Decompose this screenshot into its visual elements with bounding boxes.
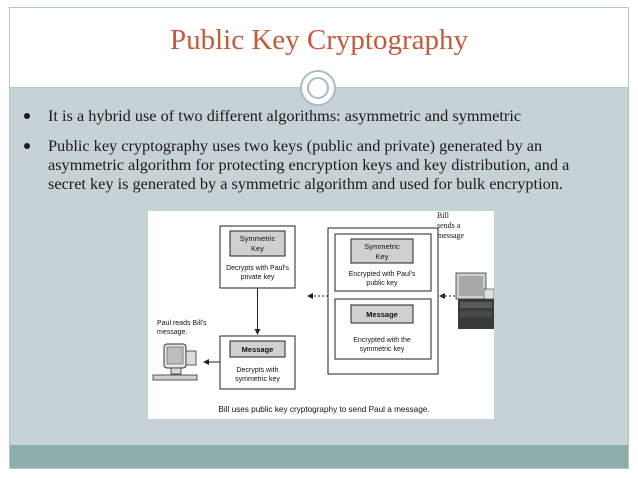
bill-computer-icon bbox=[455, 272, 495, 329]
right-message-box bbox=[350, 304, 414, 324]
right-key-caption-line2: public key bbox=[366, 280, 398, 287]
bill-label-line2: sends a bbox=[437, 221, 461, 230]
bullet-dot-icon bbox=[24, 143, 30, 149]
left-message-box bbox=[229, 340, 286, 358]
bill-label-line3: message bbox=[437, 231, 465, 240]
right-message-caption-line1: Encrypted with the bbox=[353, 337, 411, 344]
paul-computer-icon bbox=[152, 343, 198, 381]
paul-label-line2: message. bbox=[157, 329, 187, 336]
right-message-caption-line2: symmetric key bbox=[360, 346, 405, 353]
slide-frame bbox=[9, 7, 629, 469]
right-message-label: Message bbox=[366, 310, 398, 319]
right-key-line1: Symmetric bbox=[364, 242, 400, 251]
slide-title: Public Key Cryptography bbox=[169, 24, 468, 56]
left-key-caption-line1: Decrypts with Paul's bbox=[226, 265, 289, 272]
right-key-line2: Key bbox=[376, 252, 389, 261]
bullet-dot-icon bbox=[24, 113, 30, 119]
left-message-caption-line2: symmetric key bbox=[235, 376, 280, 383]
right-key-caption-line1: Encrypted with Paul's bbox=[349, 271, 416, 278]
diagram-figure: Symmetric Key Decrypts with Paul's priva… bbox=[148, 211, 495, 419]
footer-band bbox=[10, 445, 628, 468]
left-key-line1: Symmetric bbox=[240, 234, 276, 243]
left-message-caption-line1: Decrypts with bbox=[236, 367, 278, 374]
paul-label-line1: Paul reads Bill's bbox=[157, 320, 207, 327]
circle-ornament-inner bbox=[307, 77, 329, 99]
right-symmetric-key-box bbox=[350, 238, 414, 264]
bullet-text: Public key cryptography uses two keys (p… bbox=[48, 136, 570, 193]
bill-label-line1: Bill bbox=[437, 211, 450, 220]
public-key-diagram: Symmetric Key Decrypts with Paul's priva… bbox=[152, 211, 495, 414]
bullet-text: It is a hybrid use of two different algo… bbox=[48, 106, 522, 125]
left-message-label: Message bbox=[242, 345, 274, 354]
bullet-item: Public key cryptography uses two keys (p… bbox=[20, 136, 610, 193]
left-key-line2: Key bbox=[251, 244, 264, 253]
left-key-caption-line2: private key bbox=[241, 274, 275, 281]
bullet-item: It is a hybrid use of two different algo… bbox=[20, 106, 610, 125]
diagram-caption: Bill uses public key cryptography to sen… bbox=[218, 405, 429, 414]
circle-ornament-icon bbox=[300, 70, 336, 106]
bullet-list: It is a hybrid use of two different algo… bbox=[20, 106, 610, 204]
left-symmetric-key-box bbox=[229, 230, 286, 257]
